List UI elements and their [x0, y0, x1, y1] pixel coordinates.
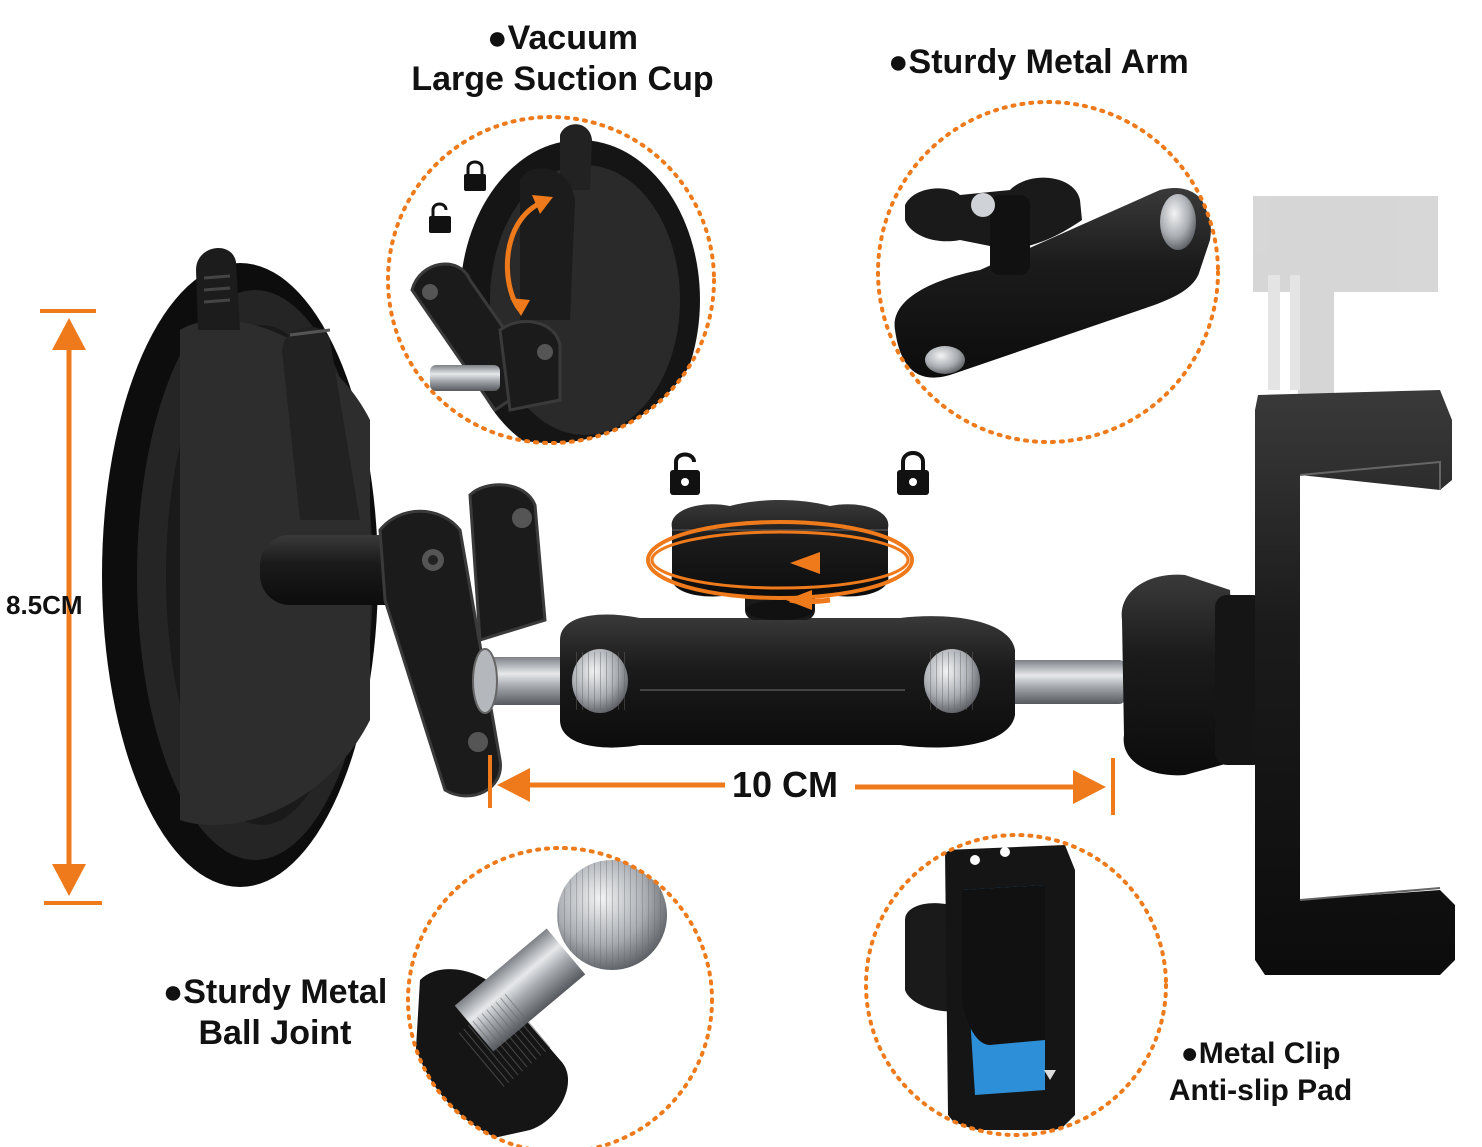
length-dimension-label: 10 CM — [728, 764, 843, 806]
metal-clip-detail — [864, 833, 1168, 1137]
ball-joint-detail — [406, 846, 714, 1147]
arm-label: ●Sturdy Metal Arm — [888, 42, 1189, 83]
arm-label-text: ●Sturdy Metal Arm — [888, 43, 1189, 81]
length-dimension — [488, 755, 1115, 815]
arrow-head-icon — [790, 552, 820, 574]
height-dimension-label: 8.5CM — [6, 590, 83, 620]
lock-closed-icon — [464, 160, 486, 191]
clip-label-line1: ●Metal Clip — [1180, 1037, 1341, 1070]
ball-joint-label-line2: Ball Joint — [198, 1014, 352, 1053]
suction-cup — [102, 248, 547, 887]
arrow-head-icon — [786, 590, 812, 610]
phone-clip — [1121, 196, 1455, 975]
clip-label: ●Metal Clip Anti-slip Pad — [1163, 1036, 1358, 1109]
lock-open-icon — [429, 202, 451, 233]
vacuum-label-line2: Large Suction Cup — [411, 60, 714, 99]
ball-joint-label: ●Sturdy Metal Ball Joint — [160, 972, 390, 1055]
ball-joint-label-line1: ●Sturdy Metal — [162, 973, 388, 1011]
vacuum-label: ●Vacuum Large Suction Cup — [395, 18, 730, 101]
lock-open-icon — [670, 452, 700, 495]
suction-cup-detail — [386, 115, 716, 445]
lock-closed-icon — [897, 451, 929, 495]
clip-label-line2: Anti-slip Pad — [1168, 1073, 1353, 1107]
metal-arm-detail — [876, 100, 1220, 444]
vacuum-label-line1: ●Vacuum — [487, 19, 638, 57]
metal-arm-assembly — [472, 500, 1125, 748]
height-dimension — [40, 309, 102, 905]
